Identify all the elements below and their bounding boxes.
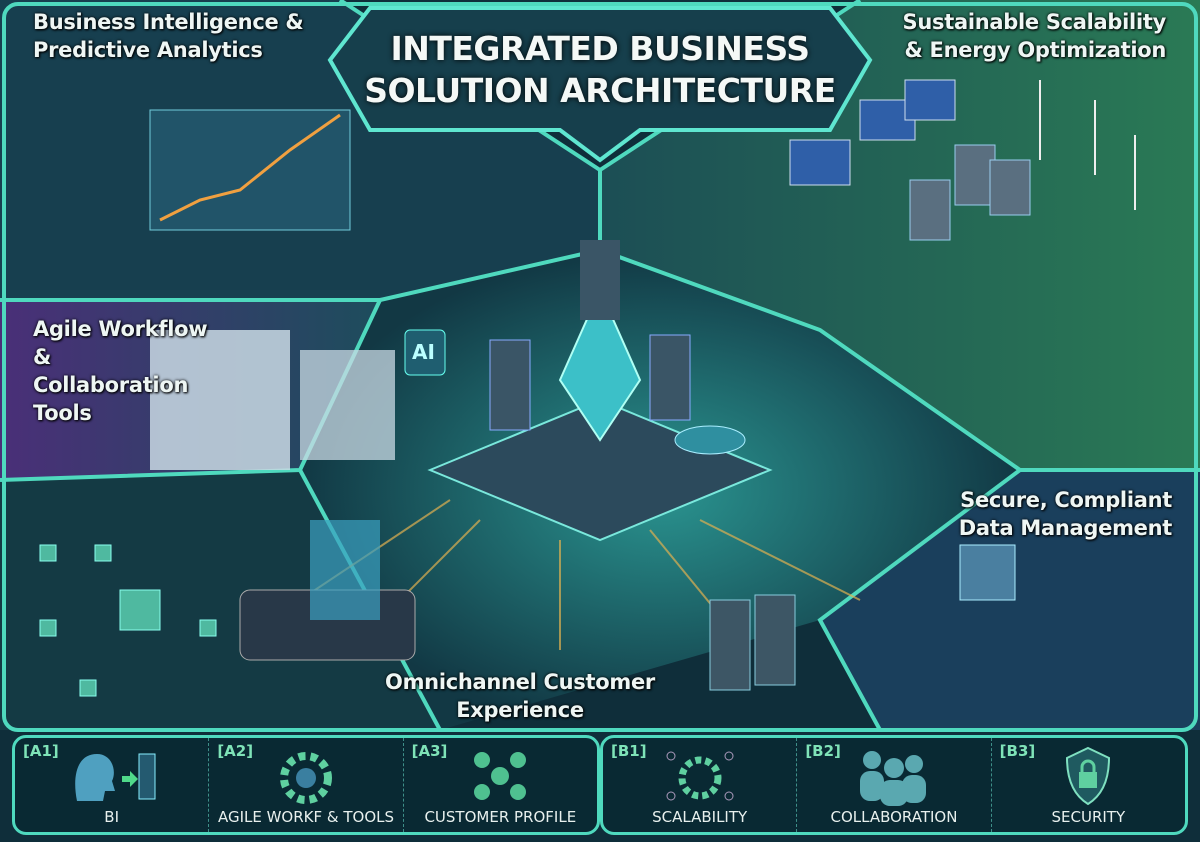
legend-group-b: [B1] SCALABILITY [B2] COLLABORATION [B3]…	[600, 735, 1188, 835]
legend-item-scalability: [B1] SCALABILITY	[603, 738, 798, 832]
legend-group-a: [A1] BI [A2] AGILE WORKF & TOOLS [A3] CU…	[12, 735, 600, 835]
ai-chip-icon	[404, 329, 446, 376]
legend-code: [A2]	[217, 742, 254, 760]
legend-item-security: [B3] SECURITY	[992, 738, 1185, 832]
legend-label: BI	[104, 808, 120, 826]
tablet-icon	[239, 520, 416, 661]
server-rack-icons	[909, 144, 1031, 241]
network-node-icons	[39, 544, 217, 697]
ai-chip-label: AI	[412, 340, 435, 364]
legend-label: SECURITY	[1051, 808, 1126, 826]
solar-panel-icons	[789, 79, 956, 186]
legend-item-bi: [A1] BI	[15, 738, 210, 832]
server-icon	[489, 339, 531, 431]
scaling-gear-icon	[666, 751, 734, 801]
server-icon	[649, 334, 691, 421]
database-icon	[674, 425, 746, 455]
panel-label-sustain: Sustainable Scalability & Energy Optimiz…	[902, 10, 1167, 62]
legend-code: [A3]	[411, 742, 448, 760]
legend-item-customer: [A3] CUSTOMER PROFILE	[404, 738, 597, 832]
page-title: INTEGRATED BUSINESS SOLUTION ARCHITECTUR…	[364, 29, 836, 110]
server-icon	[580, 240, 620, 320]
legend-label: SCALABILITY	[652, 808, 748, 826]
title-banner	[327, 6, 873, 163]
legend-item-collaboration: [B2] COLLABORATION	[797, 738, 992, 832]
legend-code: [B2]	[805, 742, 841, 760]
panel-label-omni: Omnichannel Customer Experience	[385, 670, 655, 722]
bottom-legend: [A1] BI [A2] AGILE WORKF & TOOLS [A3] CU…	[12, 735, 1188, 835]
central-platform	[404, 240, 773, 542]
legend-label: AGILE WORKF & TOOLS	[217, 808, 395, 826]
server-stack-icons	[709, 594, 796, 691]
wind-turbine-icons	[1039, 80, 1136, 210]
legend-code: [B3]	[999, 742, 1036, 760]
panel-label-agile: Agile Workflow & Collaboration Tools	[33, 317, 208, 425]
people-vr-icon	[859, 751, 926, 806]
shield-lock-icon	[1066, 746, 1111, 806]
secure-data-cube-icon	[959, 544, 1016, 601]
legend-label: COLLABORATION	[830, 808, 958, 826]
legend-code: [A1]	[23, 742, 59, 760]
kanban-boards	[150, 330, 395, 470]
analytics-screen	[149, 109, 351, 231]
panel-label-bi: Business Intelligence & Predictive Analy…	[33, 10, 304, 62]
legend-code: [B1]	[611, 742, 647, 760]
panel-label-secure: Secure, Compliant Data Management	[958, 488, 1173, 540]
legend-label: CUSTOMER PROFILE	[424, 808, 577, 826]
legend-item-agile: [A2] AGILE WORKF & TOOLS	[209, 738, 404, 832]
brain-screen-icon	[74, 753, 156, 801]
gear-icon	[279, 752, 332, 804]
network-people-icon	[474, 752, 527, 800]
